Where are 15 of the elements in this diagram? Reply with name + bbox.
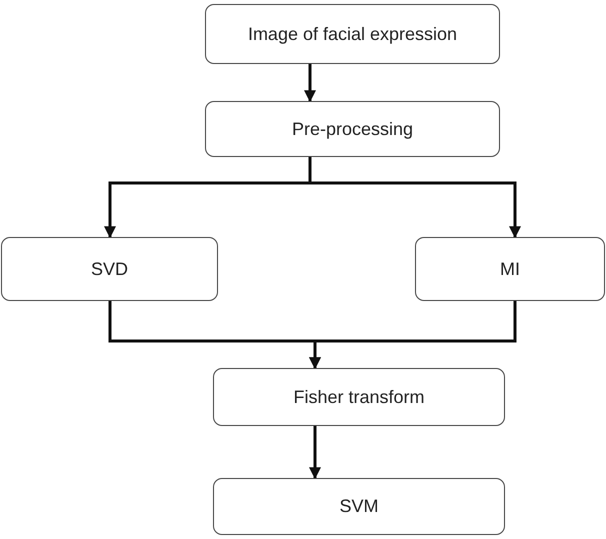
- arrow: [309, 426, 321, 480]
- box-label: Fisher transform: [292, 386, 426, 408]
- arrow: [309, 301, 516, 370]
- process-box: [213, 368, 505, 426]
- process-box: [205, 4, 500, 64]
- process-box: [1, 237, 218, 301]
- process-box: [213, 478, 505, 535]
- box-label: Image of facial expression: [246, 22, 458, 46]
- process-box: [205, 101, 500, 157]
- box-label: SVM: [338, 495, 380, 518]
- process-box: [415, 237, 605, 301]
- box-label: SVD: [90, 258, 129, 280]
- box-label: MI: [499, 258, 521, 280]
- arrow: [304, 64, 316, 102]
- box-label: Pre-processing: [290, 118, 414, 140]
